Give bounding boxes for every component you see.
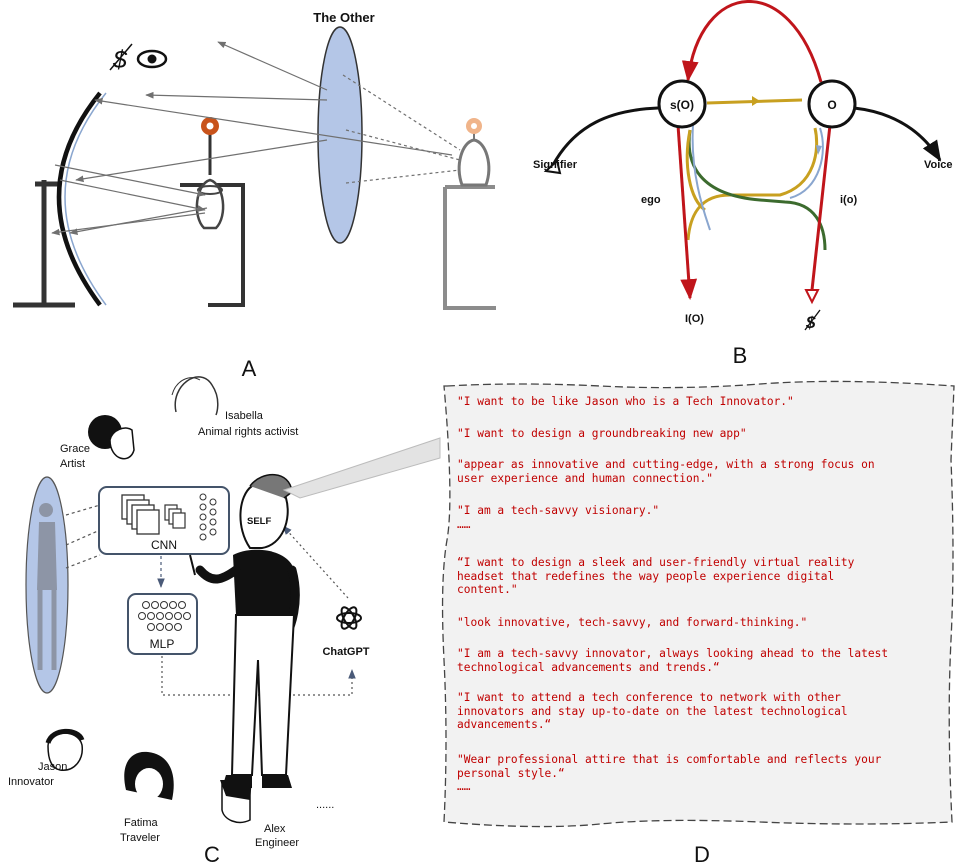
isabella-role: Animal rights activist (198, 426, 298, 438)
grace-name: Grace (60, 443, 90, 455)
quotes-box: "I want to be like Jason who is a Tech I… (443, 383, 955, 823)
node-s-o-label: s(O) (670, 98, 694, 112)
speech-tail (282, 437, 441, 499)
quote-6: "look innovative, tech-savvy, and forwar… (457, 616, 808, 629)
ego-label: ego (641, 194, 661, 206)
jason-role: Innovator (8, 776, 54, 788)
mirror-stand (13, 91, 107, 308)
fatima-role: Traveler (120, 832, 160, 844)
self-person: SELF (189, 473, 300, 788)
cnn-block: CNN (98, 486, 230, 555)
chatgpt-logo-icon (336, 606, 362, 630)
fatima-name: Fatima (124, 817, 159, 829)
quote-1: "I want to be like Jason who is a Tech I… (457, 395, 794, 408)
image-vase (443, 118, 496, 310)
barred-subject-symbol: $ (112, 46, 128, 74)
panel-b: s(O) O Signifier Voice ego i(o) I(O) $ B (533, 0, 953, 368)
fatima-avatar (124, 751, 174, 800)
panel-label-d: D (694, 842, 710, 867)
signifier-curve (551, 106, 659, 166)
voice-curve (853, 106, 942, 162)
panel-label-c: C (204, 842, 220, 867)
alex-avatar (220, 780, 252, 824)
red-arc (681, 0, 823, 83)
alex-role: Engineer (255, 837, 299, 849)
node-o (807, 79, 857, 129)
subject-bar (109, 43, 133, 71)
quote-8: "I want to attend a tech conference to n… (457, 691, 848, 731)
panel-a: The Other $ A (13, 10, 496, 381)
more-personas-ellipsis: ...... (316, 799, 334, 811)
ego-line (676, 124, 698, 301)
mlp-label: MLP (150, 637, 175, 651)
the-other-label: The Other (313, 10, 374, 25)
isabella-name: Isabella (225, 410, 264, 422)
node-o-label: O (827, 98, 836, 112)
grace-role: Artist (60, 458, 85, 470)
i-o-label: i(o) (840, 194, 857, 206)
mlp-block: MLP (127, 593, 198, 655)
quote-2: "I want to design a groundbreaking new a… (457, 427, 747, 440)
quote-3: "appear as innovative and cutting-edge, … (457, 458, 875, 485)
cnn-label: CNN (151, 538, 177, 552)
quote-9: "Wear professional attire that is comfor… (457, 753, 882, 793)
isabella-avatar (171, 376, 219, 416)
loop-path (161, 656, 356, 696)
grace-avatar (88, 415, 135, 460)
mirror-reflection (25, 476, 69, 694)
eye-icon (136, 49, 168, 69)
signifier-label: Signifier (533, 159, 578, 171)
io-line (810, 124, 832, 291)
quote-5: “I want to design a sleek and user-frien… (457, 556, 855, 596)
chatgpt-label: ChatGPT (322, 646, 369, 658)
self-label: SELF (247, 516, 271, 527)
quote-7: "I am a tech-savvy innovator, always loo… (457, 647, 889, 674)
ray-lines (51, 41, 461, 236)
big-i-label: I(O) (685, 313, 704, 325)
voice-label: Voice (924, 159, 953, 171)
jason-name: Jason (38, 761, 67, 773)
gold-loop (686, 127, 819, 241)
the-other-lens (317, 26, 363, 244)
panel-label-b: B (733, 343, 748, 368)
node-s-o (657, 79, 707, 129)
quotes-frame (441, 380, 955, 828)
alex-name: Alex (264, 823, 286, 835)
jason-avatar (45, 728, 85, 771)
panel-c: CNN MLP ChatGPT SELF (8, 376, 441, 867)
panel-d: D (441, 380, 955, 867)
quote-4: "I am a tech-savvy visionary." …… (457, 504, 660, 531)
panel-label-a: A (242, 356, 257, 381)
